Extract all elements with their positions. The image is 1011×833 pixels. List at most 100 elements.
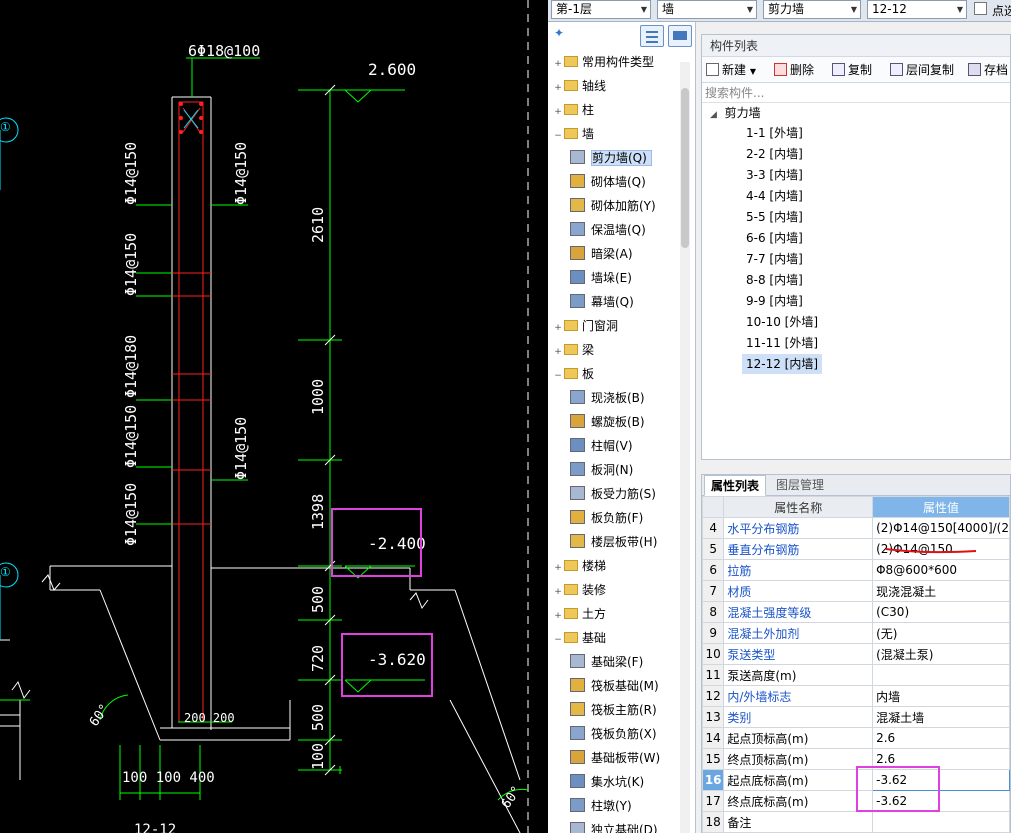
tree-item[interactable]: +常用构件类型 bbox=[552, 50, 654, 74]
expand-icon[interactable]: + bbox=[554, 83, 562, 93]
property-value[interactable] bbox=[872, 811, 1010, 833]
tree-item[interactable]: 砌体墙(Q) bbox=[570, 170, 646, 194]
tree-item[interactable]: 暗梁(A) bbox=[570, 242, 633, 266]
detail-view-icon[interactable] bbox=[668, 25, 692, 47]
expand-icon[interactable]: + bbox=[554, 107, 562, 117]
component-item[interactable]: 7-7 [内墙] bbox=[746, 252, 803, 266]
tree-item[interactable]: −板 bbox=[552, 362, 594, 386]
property-value[interactable]: Φ8@600*600 bbox=[872, 559, 1010, 581]
expand-icon[interactable]: + bbox=[554, 347, 562, 357]
tree-item[interactable]: 板负筋(F) bbox=[570, 506, 643, 530]
tab-layer-manager[interactable]: 图层管理 bbox=[776, 478, 825, 492]
component-item[interactable]: 12-12 [内墙] bbox=[742, 354, 823, 374]
tree-item[interactable]: 砌体加筋(Y) bbox=[570, 194, 656, 218]
tree-item[interactable]: 保温墙(Q) bbox=[570, 218, 646, 242]
delete-button[interactable]: 删除 bbox=[774, 61, 814, 78]
tree-item[interactable]: 墙垛(E) bbox=[570, 266, 632, 290]
tree-item[interactable]: −墙 bbox=[552, 122, 594, 146]
expand-icon[interactable]: + bbox=[554, 323, 562, 333]
tree-item[interactable]: 板受力筋(S) bbox=[570, 482, 656, 506]
tree-item[interactable]: 基础板带(W) bbox=[570, 746, 660, 770]
tree-item[interactable]: 幕墙(Q) bbox=[570, 290, 634, 314]
new-button[interactable]: 新建 ▼ bbox=[706, 61, 756, 78]
tree-item[interactable]: 板洞(N) bbox=[570, 458, 633, 482]
component-item[interactable]: 5-5 [内墙] bbox=[746, 210, 803, 224]
tree-item[interactable]: 筏板负筋(X) bbox=[570, 722, 657, 746]
cad-drawing-area[interactable]: 6Φ18@100 2.600 -2.400 -3.620 100 100 400… bbox=[0, 0, 548, 833]
tree-item[interactable]: +土方 bbox=[552, 602, 606, 626]
category-select[interactable]: 墙▼ bbox=[657, 0, 757, 19]
property-value[interactable]: 2.6 bbox=[872, 727, 1010, 749]
floor-select[interactable]: 第-1层▼ bbox=[551, 0, 651, 19]
property-value[interactable]: 现浇混凝土 bbox=[872, 580, 1010, 602]
tree-item[interactable]: +装修 bbox=[552, 578, 606, 602]
tree-scrollbar-thumb[interactable] bbox=[681, 88, 689, 248]
component-item[interactable]: 10-10 [外墙] bbox=[746, 315, 819, 329]
tree-item[interactable]: +门窗洞 bbox=[552, 314, 618, 338]
point-select-checkbox[interactable] bbox=[974, 2, 987, 15]
tree-item[interactable]: −基础 bbox=[552, 626, 606, 650]
property-value[interactable]: 内墙 bbox=[872, 685, 1010, 707]
component-root[interactable]: ◢ 剪力墙 bbox=[710, 103, 761, 123]
tree-item[interactable]: 剪力墙(Q) bbox=[570, 146, 652, 170]
property-value[interactable] bbox=[872, 664, 1010, 686]
expand-icon[interactable]: ◢ bbox=[710, 110, 717, 120]
component-item[interactable]: 6-6 [内墙] bbox=[746, 231, 803, 245]
expand-icon[interactable]: + bbox=[554, 563, 562, 573]
component-item[interactable]: 11-11 [外墙] bbox=[746, 336, 819, 350]
pin-icon[interactable]: ✦ bbox=[554, 26, 565, 40]
tree-item[interactable]: 筏板基础(M) bbox=[570, 674, 659, 698]
property-value[interactable]: (混凝土泵) bbox=[872, 643, 1010, 665]
tree-item[interactable]: +柱 bbox=[552, 98, 594, 122]
cad-canvas[interactable] bbox=[0, 0, 548, 833]
property-value[interactable]: (2)Φ14@150[4000]/(2 bbox=[872, 517, 1010, 539]
tree-item[interactable]: 基础梁(F) bbox=[570, 650, 643, 674]
component-item[interactable]: 3-3 [内墙] bbox=[746, 168, 803, 182]
tree-scrollbar[interactable] bbox=[680, 62, 690, 833]
component-search-input[interactable]: 搜索构件... bbox=[702, 83, 1010, 103]
expand-icon[interactable]: + bbox=[554, 587, 562, 597]
list-view-icon[interactable] bbox=[640, 25, 664, 47]
property-value[interactable]: (无) bbox=[872, 622, 1010, 644]
collapse-icon[interactable]: − bbox=[554, 371, 562, 381]
tree-item[interactable]: 筏板主筋(R) bbox=[570, 698, 657, 722]
tree-item[interactable]: 楼层板带(H) bbox=[570, 530, 657, 554]
tree-item[interactable]: 柱墩(Y) bbox=[570, 794, 632, 818]
component-item[interactable]: 4-4 [内墙] bbox=[746, 189, 803, 203]
tree-item[interactable]: 螺旋板(B) bbox=[570, 410, 645, 434]
tree-item[interactable]: 独立基础(D) bbox=[570, 818, 658, 833]
collapse-icon[interactable]: − bbox=[554, 635, 562, 645]
tree-item[interactable]: 集水坑(K) bbox=[570, 770, 644, 794]
property-value[interactable]: (C30) bbox=[872, 601, 1010, 623]
property-value[interactable]: -3.62 bbox=[872, 769, 1010, 791]
component-item[interactable]: 2-2 [内墙] bbox=[746, 147, 803, 161]
tree-item[interactable]: 柱帽(V) bbox=[570, 434, 633, 458]
property-value[interactable]: 混凝土墙 bbox=[872, 706, 1010, 728]
tab-property-list[interactable]: 属性列表 bbox=[704, 475, 767, 496]
expand-icon[interactable]: + bbox=[554, 611, 562, 621]
collapse-icon[interactable]: − bbox=[554, 131, 562, 141]
copy-button[interactable]: 复制 bbox=[832, 61, 872, 78]
floor-copy-button[interactable]: 层间复制 bbox=[890, 61, 954, 78]
expand-icon[interactable]: + bbox=[554, 59, 562, 69]
tree-item[interactable]: 现浇板(B) bbox=[570, 386, 645, 410]
save-button[interactable]: 存档 bbox=[968, 61, 1008, 78]
component-item[interactable]: 1-1 [外墙] bbox=[746, 126, 803, 140]
tree-item[interactable]: +梁 bbox=[552, 338, 594, 362]
tree-item[interactable]: +轴线 bbox=[552, 74, 606, 98]
type-select[interactable]: 剪力墙▼ bbox=[763, 0, 861, 19]
component-select[interactable]: 12-12▼ bbox=[867, 0, 967, 19]
